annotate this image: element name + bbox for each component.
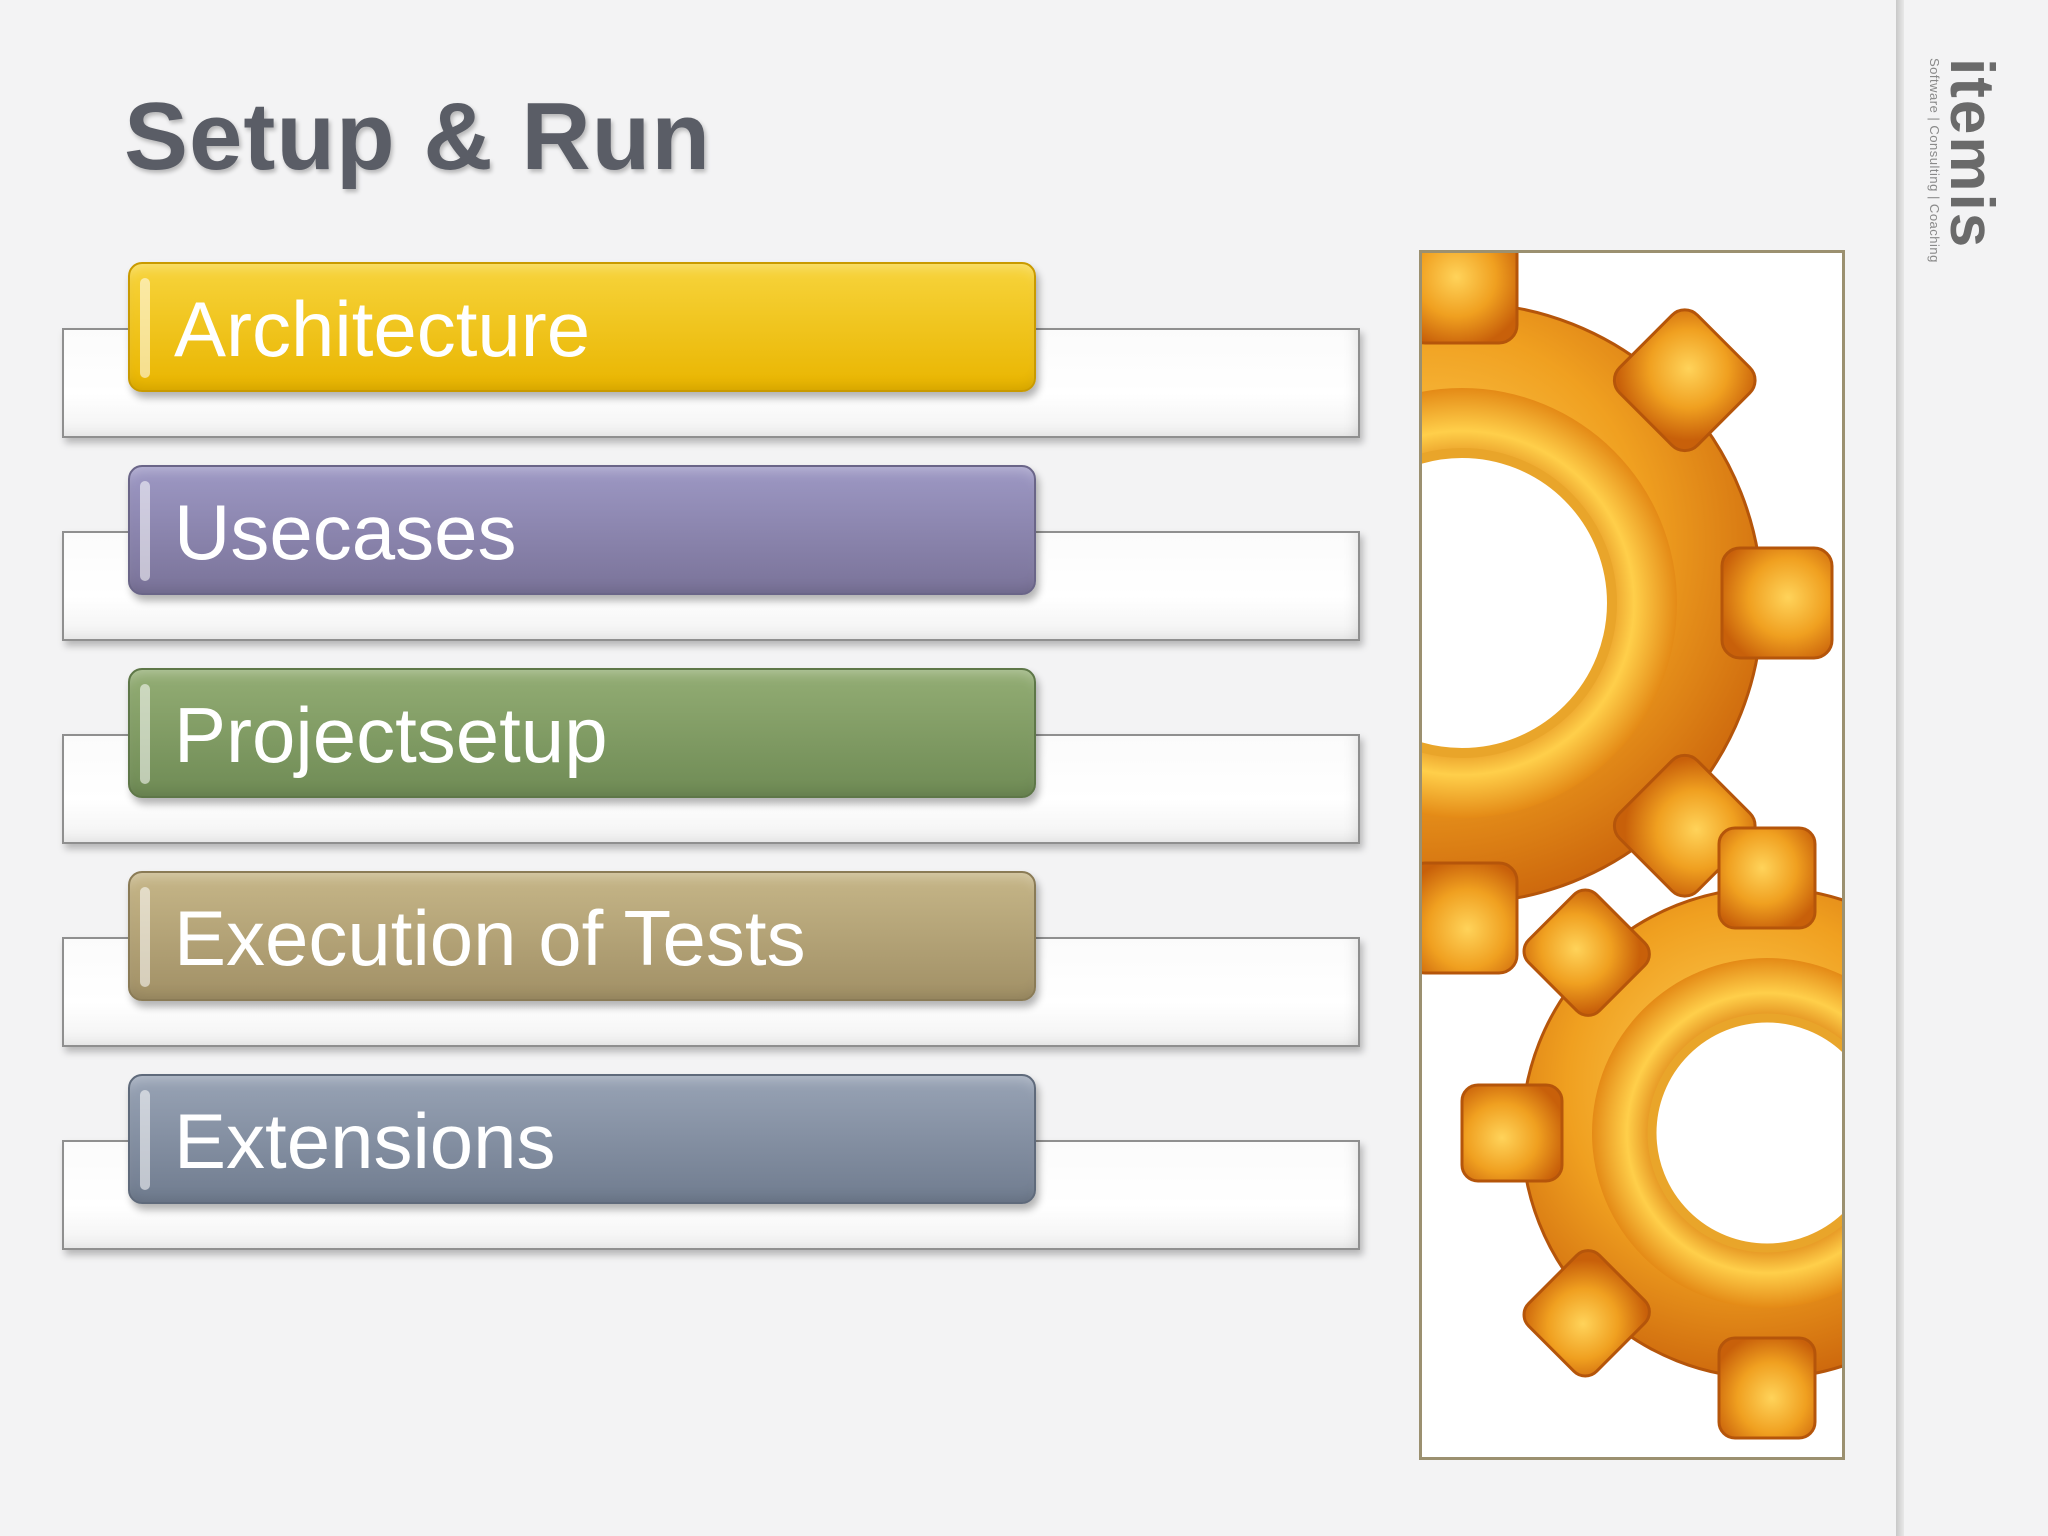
slide-title: Setup & Run [124, 83, 711, 190]
itemis-logo: itemis Software | Consulting | Coaching [1927, 58, 2006, 263]
logo-wordmark: itemis [1937, 58, 2006, 250]
gears-icon [1422, 253, 1842, 1440]
gear-icon [1460, 826, 1842, 1440]
list-item-label: Architecture [128, 262, 1036, 392]
list-item-label: Execution of Tests [128, 871, 1036, 1001]
list-item-label: Usecases [128, 465, 1036, 595]
gear-icon [1422, 253, 1834, 975]
list-item-execution-of-tests: Execution of Tests [0, 871, 1370, 1051]
gears-image [1419, 250, 1845, 1460]
logo-tagline: Software | Consulting | Coaching [1927, 58, 1942, 263]
list-item-extensions: Extensions [0, 1074, 1370, 1254]
list-item-architecture: Architecture [0, 262, 1370, 442]
list-item-projectsetup: Projectsetup [0, 668, 1370, 848]
list-item-label: Projectsetup [128, 668, 1036, 798]
side-divider [1896, 0, 1904, 1536]
list-item-label: Extensions [128, 1074, 1036, 1204]
list-item-usecases: Usecases [0, 465, 1370, 645]
